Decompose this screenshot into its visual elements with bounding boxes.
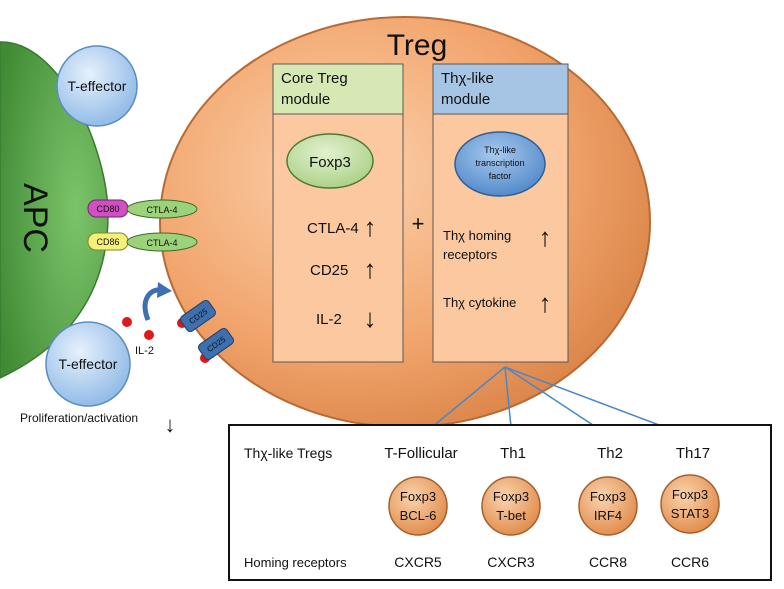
core-item-ctla4-arrow: ↑ [364, 212, 377, 242]
t-effector-top [56, 45, 138, 127]
cd80-label: CD80 [96, 204, 119, 214]
core-item-cd25: CD25 [310, 262, 348, 279]
subset-th1-tf-1: Foxp3 [493, 489, 529, 504]
foxp3-label: Foxp3 [309, 154, 351, 171]
ctla4-label-b: CTLA-4 [146, 238, 177, 248]
thx-module-title-1: Thχ-like [441, 70, 494, 87]
treg-title: Treg [387, 29, 448, 62]
cd25-receptor-b: CD25 [197, 327, 235, 361]
subset-th17-receptor: CCR6 [671, 554, 709, 570]
thx-tf [454, 131, 546, 197]
ctla4-molecule-b [126, 232, 198, 252]
il2-uptake-arrowhead [157, 282, 172, 298]
il2-label: IL-2 [135, 345, 154, 357]
subset-tfh-tf-2: BCL-6 [400, 508, 437, 523]
t-effector-bottom-label: T-effector [59, 356, 118, 372]
subset-th1-receptor: CXCR3 [487, 554, 535, 570]
subset-tfh-cell [388, 476, 448, 536]
subset-th2-cell [578, 476, 638, 536]
subset-th1-cell [481, 476, 541, 536]
thx-tf-label-1: Thχ-like [484, 145, 516, 155]
thx-tf-label-2: transcription [475, 158, 524, 168]
thx-homing-arrow: ↑ [539, 222, 552, 252]
subset-th2-receptor: CCR8 [589, 554, 627, 570]
ctla4-molecule-a [126, 199, 198, 219]
plus-sign: + [412, 211, 425, 236]
subset-th2-name: Th2 [597, 445, 623, 462]
subset-th2-tf-2: IRF4 [594, 508, 622, 523]
core-module-title-1: Core Treg [281, 70, 348, 87]
subset-th17-tf-1: Foxp3 [672, 487, 708, 502]
subset-th1-tf-2: T-bet [496, 508, 526, 523]
core-item-il2: IL-2 [316, 311, 342, 328]
foxp3-tf [286, 133, 374, 189]
thx-module-title-2: module [441, 91, 490, 108]
thx-module-header [432, 63, 569, 115]
thx-cytokine-arrow: ↑ [539, 288, 552, 318]
homing-receptors-label: Homing receptors [244, 555, 347, 570]
subset-tfh-name: T-Follicular [384, 445, 457, 462]
subset-th2-tf-1: Foxp3 [590, 489, 626, 504]
proliferation-label: Proliferation/activation [20, 411, 138, 425]
core-module-header [272, 63, 404, 115]
t-effector-bottom [45, 321, 131, 407]
thx-homing-label-2: receptors [443, 247, 498, 262]
t-effector-top-label: T-effector [68, 78, 127, 94]
il2-dot-2 [144, 330, 154, 340]
subset-th17-name: Th17 [676, 445, 710, 462]
subsets-row-label: Thχ-like Tregs [244, 445, 332, 461]
subset-th17-tf-2: STAT3 [671, 506, 710, 521]
proliferation-arrow: ↓ [165, 412, 176, 437]
treg-cell [159, 16, 651, 428]
cd25-receptor-a: CD25 [179, 299, 217, 333]
subset-th17-cell [660, 474, 720, 534]
subset-th1-name: Th1 [500, 445, 526, 462]
cd86-label: CD86 [96, 237, 119, 247]
thx-cytokine-label: Thχ cytokine [443, 295, 516, 310]
apc-label: APC [16, 183, 54, 253]
core-item-ctla4: CTLA-4 [307, 220, 359, 237]
il2-dot-1 [122, 317, 132, 327]
subset-tfh-receptor: CXCR5 [394, 554, 442, 570]
thx-homing-label-1: Thχ homing [443, 228, 511, 243]
core-item-cd25-arrow: ↑ [364, 254, 377, 284]
thx-tf-label-3: factor [489, 171, 512, 181]
ctla4-label-a: CTLA-4 [146, 205, 177, 215]
core-module-title-2: module [281, 91, 330, 108]
subset-tfh-tf-1: Foxp3 [400, 489, 436, 504]
core-item-il2-arrow: ↓ [364, 303, 377, 333]
